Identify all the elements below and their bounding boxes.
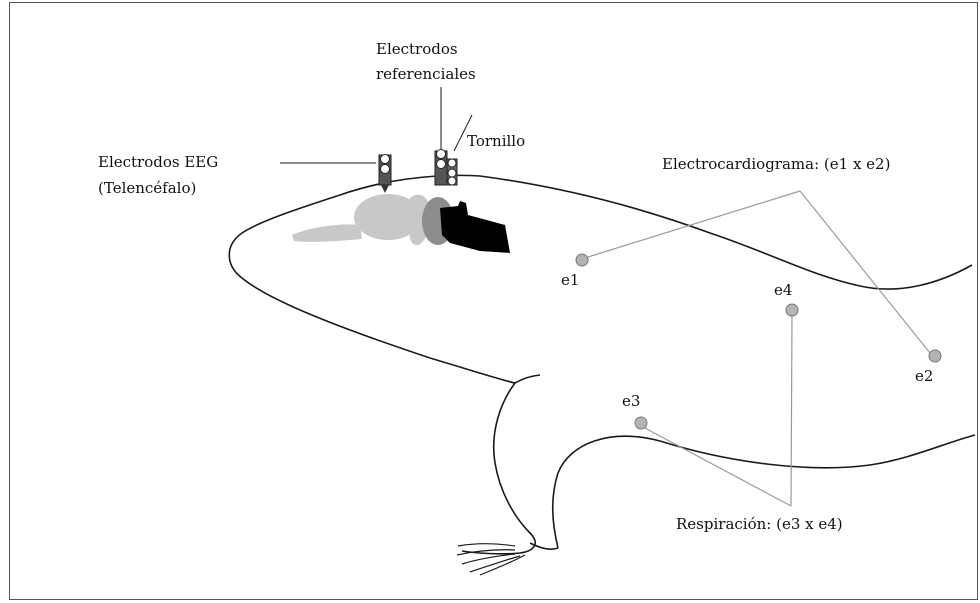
chest-outline [515,375,540,383]
electrode-e2 [929,350,941,362]
reference-electrodes [435,150,457,186]
label-respiracion: Respiración: (e3 x e4) [676,515,843,533]
label-electrocardiograma: Electrocardiograma: (e1 x e2) [662,155,890,173]
head-back-outline [229,175,972,383]
label-e2: e2 [915,367,933,385]
foreleg-outline [462,383,535,554]
ecg-line-e1 [588,191,800,257]
toe-1 [458,544,515,546]
eeg-electrode [379,155,391,194]
label-e3: e3 [622,392,640,410]
lizard-electrode-diagram [10,3,978,600]
eeg-electrode-ring-2 [381,165,390,174]
eeg-electrode-tip [381,185,389,193]
electrode-e1 [576,254,588,266]
resp-line-e3 [643,427,791,506]
olfactory-bulb [292,224,362,241]
screw-ring-2 [448,169,456,177]
label-electrodos-referenciales-1: Electrodos [376,40,458,58]
electrode-e4 [786,304,798,316]
toe-3 [462,554,515,564]
screw-ring-1 [448,159,456,167]
brain [292,194,510,253]
label-e1: e1 [561,271,579,289]
eeg-electrode-ring-1 [381,155,390,164]
ref-electrode-ring-1 [437,150,446,159]
screw-ring-3 [448,177,456,185]
resp-line-e4 [791,315,792,506]
label-tornillo: Tornillo [467,132,525,150]
electrode-e3 [635,417,647,429]
label-e4: e4 [774,281,792,299]
label-electrodos-referenciales-2: referenciales [376,65,476,83]
toes [457,544,525,575]
measurement-lines [588,191,930,506]
label-telencefalo: (Telencéfalo) [98,179,196,197]
ecg-line-e2 [800,191,930,353]
diagram-frame: Electrodos referenciales Tornillo Electr… [9,2,978,600]
label-electrodos-eeg: Electrodos EEG [98,153,218,171]
toe-4 [470,556,520,572]
brainstem [440,201,510,253]
ref-electrode-ring-2 [437,160,446,169]
